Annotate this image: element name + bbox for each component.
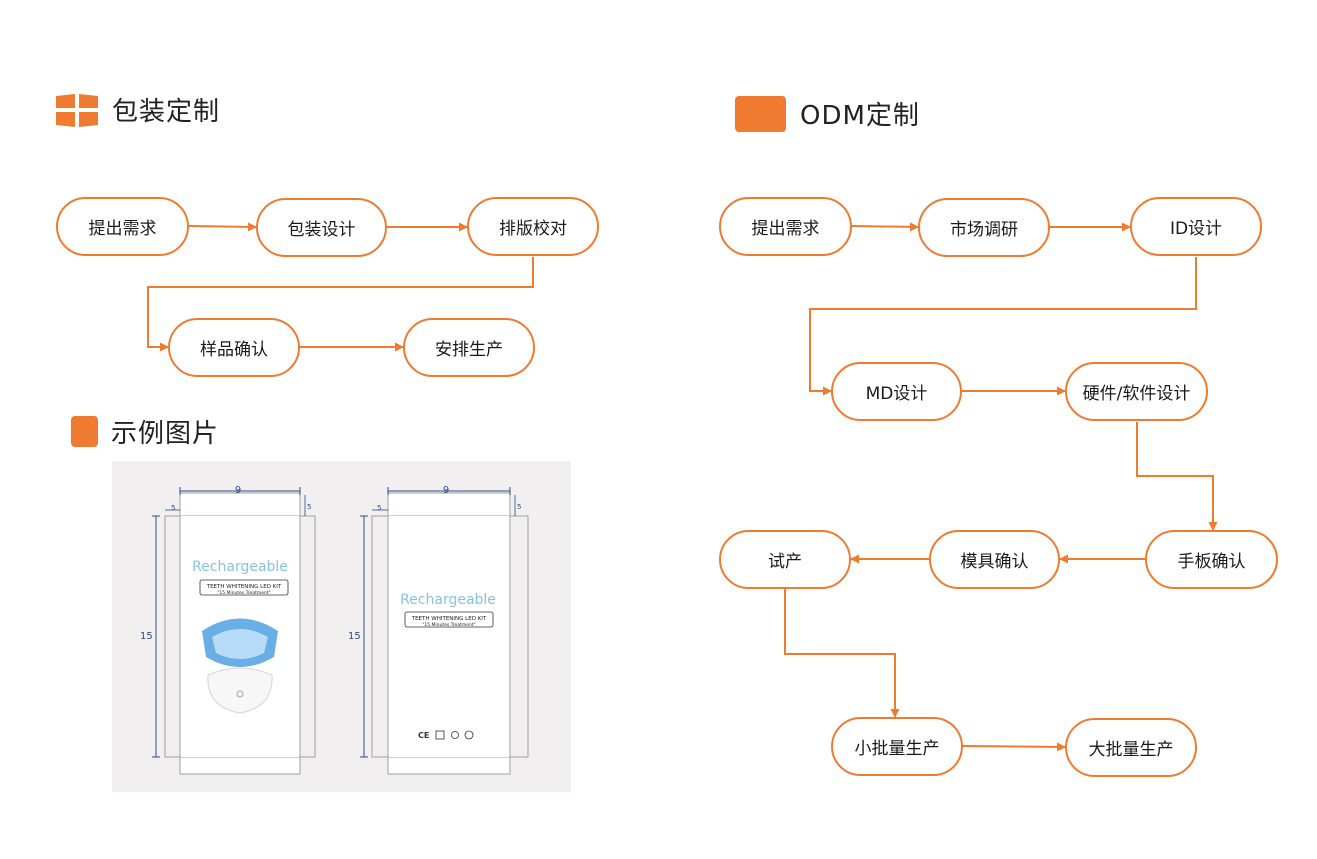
height-dimension: 15: [348, 631, 361, 642]
certification-icons: CE: [418, 730, 474, 740]
edge-odm-5-6: [1136, 422, 1218, 531]
pkg-step-schedule-production: 安排生产: [403, 318, 535, 377]
flap-dimension-right: 5: [517, 503, 521, 511]
tagline: "15 Minutes Treatment": [217, 590, 270, 596]
edge-odm-1-2: [851, 222, 919, 232]
odm-step-market-research: 市场调研: [918, 198, 1050, 257]
odm-heading: ODM定制: [735, 95, 920, 132]
example-title: 示例图片: [111, 419, 220, 449]
pkg-step-layout-proofing: 排版校对: [467, 197, 599, 256]
odm-step-id-design: ID设计: [1130, 197, 1262, 256]
tagline: "15 Minutes Treatment": [422, 622, 475, 628]
example-image: 9 5 5 15 Rechargeable TEETH WHITENING LE…: [112, 461, 571, 792]
square-icon: [735, 95, 786, 132]
width-dimension: 9: [443, 485, 449, 496]
packaging-dieline-preview: 9 5 5 15 Rechargeable TEETH WHITENING LE…: [140, 485, 529, 775]
odm-step-md-design: MD设计: [831, 362, 962, 421]
packaging-title: 包装定制: [112, 97, 221, 127]
product-name: TEETH WHITENING LED KIT: [206, 584, 282, 590]
odm-step-prototype-confirm: 手板确认: [1145, 530, 1278, 589]
ce-mark-icon: CE: [418, 731, 429, 740]
weee-icon: [464, 730, 474, 740]
flap-dimension-left: 5: [171, 504, 175, 512]
pkg-step-sample-confirm: 样品确认: [168, 318, 300, 377]
led-mouthpiece-illustration: [202, 618, 278, 714]
example-heading: 示例图片: [71, 413, 219, 450]
edge-odm-9-10: [962, 742, 1066, 752]
odm-step-mass-production: 大批量生产: [1065, 718, 1197, 777]
odm-step-small-batch: 小批量生产: [831, 717, 963, 776]
edge-odm-3-4: [809, 257, 1197, 396]
pkg-step-packaging-design: 包装设计: [256, 198, 387, 257]
width-dimension: 9: [235, 485, 241, 496]
pkg-step-submit-requirements: 提出需求: [56, 197, 189, 256]
odm-step-mold-confirm: 模具确认: [929, 530, 1060, 589]
odm-title: ODM定制: [800, 101, 920, 131]
edge-pkg-3-4: [147, 257, 534, 352]
box-back: 9 5 5 15 Rechargeable TEETH WHITENING LE…: [348, 485, 529, 775]
square-icon: [71, 416, 98, 447]
fcc-icon: [435, 730, 445, 740]
box-front: 9 5 5 15 Rechargeable TEETH WHITENING LE…: [140, 485, 316, 775]
brand-name: Rechargeable: [400, 592, 496, 608]
odm-step-hw-sw-design: 硬件/软件设计: [1065, 362, 1208, 421]
grid-icon: [56, 93, 98, 127]
edge-pkg-1-2: [188, 222, 257, 232]
odm-step-submit-requirements: 提出需求: [719, 197, 852, 256]
recycle-icon: [451, 731, 459, 739]
product-name: TEETH WHITENING LED KIT: [411, 616, 487, 622]
flap-dimension-right: 5: [307, 503, 311, 511]
packaging-heading: 包装定制: [56, 91, 220, 128]
flap-dimension-left: 5: [377, 504, 381, 512]
height-dimension: 15: [140, 631, 153, 642]
odm-step-trial-production: 试产: [719, 530, 851, 589]
edge-odm-8-9: [784, 589, 900, 718]
brand-name: Rechargeable: [192, 559, 288, 575]
